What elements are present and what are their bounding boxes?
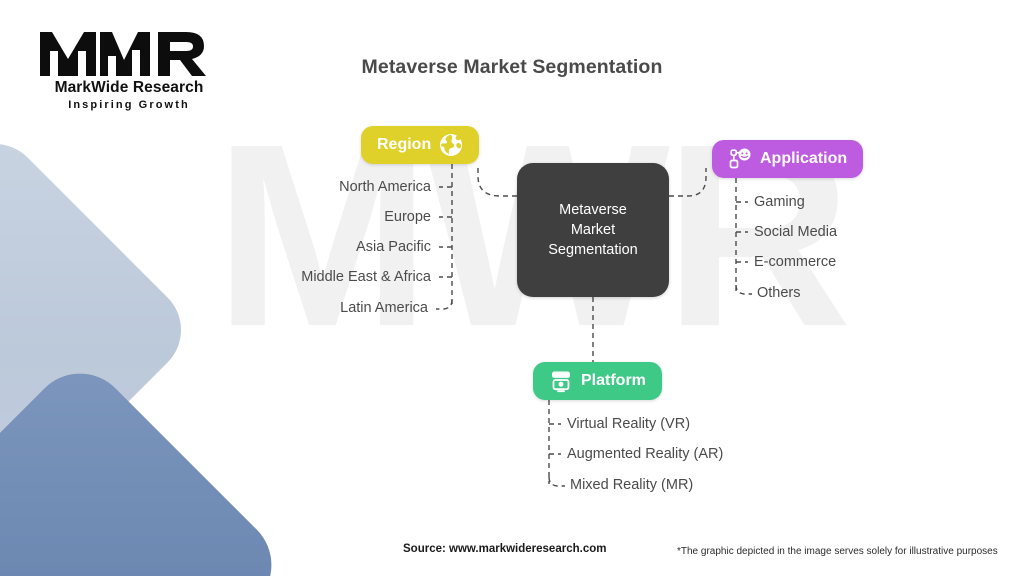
branch-pill-region[interactable]: Region [361, 126, 480, 164]
branch-label-platform: Platform [581, 372, 646, 389]
leaf-platform-2: Mixed Reality (MR) [570, 477, 694, 493]
source-text: Source: www.markwideresearch.com [403, 543, 607, 555]
leaf-region-2: Asia Pacific [356, 239, 431, 255]
branch-pill-application[interactable]: Application [712, 140, 864, 178]
leaf-region-1: Europe [384, 209, 431, 225]
page-title: Metaverse Market Segmentation [361, 56, 663, 78]
globe-icon [440, 134, 463, 156]
leaf-platform-1: Augmented Reality (AR) [567, 446, 724, 462]
leaf-application-0: Gaming [754, 194, 805, 210]
branch-label-region: Region [377, 136, 432, 153]
brand-tagline: Inspiring Growth [68, 99, 190, 111]
leaf-application-3: Others [757, 285, 801, 301]
logo-mark-mwr [40, 32, 206, 76]
leaf-application-1: Social Media [754, 224, 838, 240]
wire-center-application [669, 168, 707, 197]
branch-label-application: Application [760, 150, 848, 167]
wire-center-region [477, 164, 517, 197]
leaf-region-0: North America [339, 179, 431, 195]
leaf-region-4: Latin America [340, 300, 428, 316]
leaf-application-2: E-commerce [754, 254, 837, 270]
wire-platform-item-2 [548, 476, 565, 487]
wire-application-item-3 [735, 284, 752, 295]
wire-region-item-4 [436, 299, 453, 310]
disclaimer-text: *The graphic depicted in the image serve… [677, 546, 998, 557]
leaf-platform-0: Virtual Reality (VR) [567, 416, 691, 432]
brand-name: MarkWide Research [54, 79, 204, 96]
vr-headset-icon [552, 371, 570, 393]
leaf-region-3: Middle East & Africa [301, 269, 431, 285]
branch-pill-platform[interactable]: Platform [533, 362, 662, 400]
network-share-icon [729, 148, 751, 169]
brand-logo: MarkWide Research Inspiring Growth [34, 26, 224, 111]
